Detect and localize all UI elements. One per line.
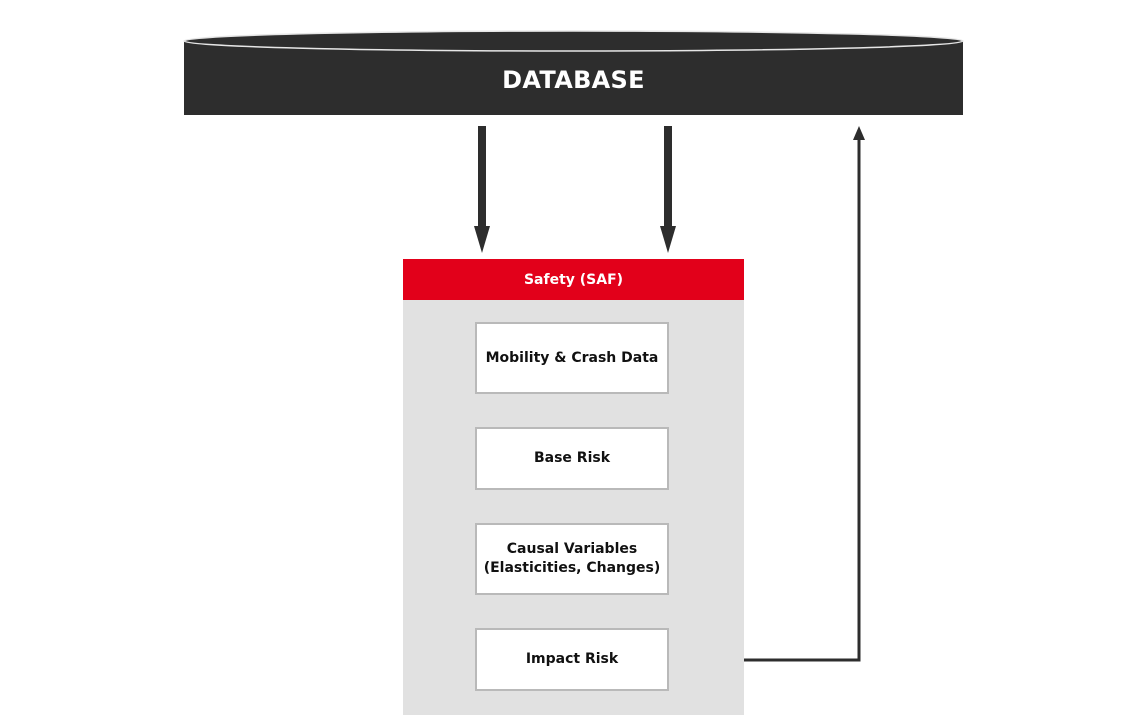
step-base-risk: Base Risk [475, 427, 669, 490]
step-impact-risk: Impact Risk [475, 628, 669, 691]
safety-module-header: Safety (SAF) [403, 259, 744, 300]
database-to-module-arrow-left [474, 126, 490, 253]
step-causal-variables: Causal Variables (Elasticities, Changes) [475, 523, 669, 595]
database-body [184, 41, 963, 115]
database-top-rim [183, 30, 964, 52]
database-title: DATABASE [502, 66, 645, 94]
step-mobility-crash-data: Mobility & Crash Data [475, 322, 669, 394]
database-cylinder [183, 30, 964, 115]
database-to-module-arrow-right [660, 126, 676, 253]
